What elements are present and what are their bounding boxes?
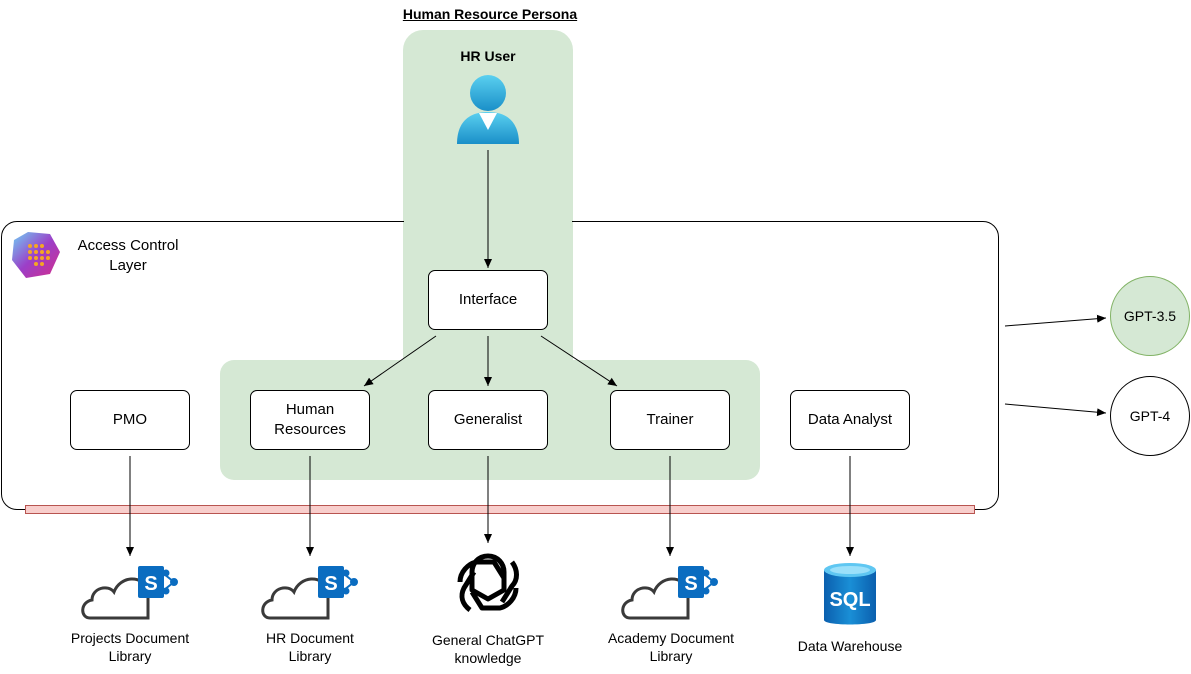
sharepoint-icon: S [261, 566, 358, 620]
trainer-node[interactable]: Trainer [610, 390, 730, 450]
svg-text:S: S [684, 573, 697, 595]
gpt-4-label: GPT-4 [1129, 408, 1171, 424]
gpt-3-5-node[interactable]: GPT-3.5 [1110, 276, 1190, 356]
arrow-interface-trainer [540, 335, 618, 387]
generalist-node[interactable]: Generalist [428, 390, 548, 450]
arrow-acl-gpt35 [1004, 314, 1107, 327]
projects-library-label: Projects Document Library [70, 630, 190, 664]
data-analyst-node[interactable]: Data Analyst [790, 390, 910, 450]
generalist-label: Generalist [453, 411, 523, 428]
chatgpt-knowledge-label: General ChatGPT knowledge [431, 632, 545, 666]
human-resources-node[interactable]: Human Resources [250, 390, 370, 450]
gpt-3-5-label: GPT-3.5 [1123, 308, 1177, 324]
user-icon [457, 75, 519, 144]
svg-text:S: S [144, 573, 157, 595]
access-control-logo-icon [12, 232, 60, 278]
access-control-bar [25, 505, 975, 514]
academy-library-label: Academy Document Library [607, 630, 735, 664]
gpt-4-node[interactable]: GPT-4 [1110, 376, 1190, 456]
arrow-interface-hr [363, 335, 437, 387]
data-warehouse-label: Data Warehouse [797, 638, 903, 654]
hr-user-label: HR User [460, 48, 516, 64]
interface-node[interactable]: Interface [428, 270, 548, 330]
openai-icon [457, 553, 519, 612]
sharepoint-icon: S [81, 566, 178, 620]
pmo-label: PMO [112, 411, 148, 428]
svg-text:SQL: SQL [829, 589, 870, 611]
arrow-acl-gpt4 [1004, 403, 1107, 417]
svg-text:S: S [324, 573, 337, 595]
page-title: Human Resource Persona [402, 6, 578, 22]
interface-label: Interface [458, 291, 518, 308]
access-control-layer-label: Access Control Layer [77, 237, 179, 274]
sharepoint-icon: S [621, 566, 718, 620]
hr-library-label: HR Document Library [266, 630, 354, 664]
sql-database-icon: SQL [824, 563, 876, 625]
trainer-label: Trainer [646, 411, 694, 428]
human-resources-label: Human Resources [274, 401, 346, 438]
data-analyst-label: Data Analyst [807, 411, 893, 428]
pmo-node[interactable]: PMO [70, 390, 190, 450]
